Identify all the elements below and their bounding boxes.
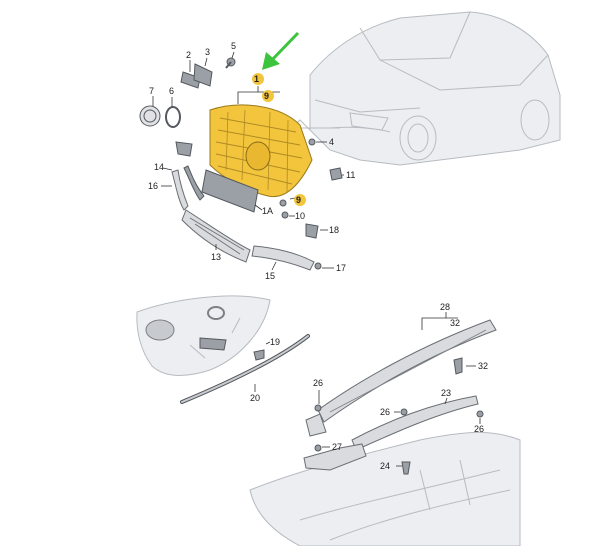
clip-part-19 [253, 349, 265, 361]
highlight-9b [294, 194, 306, 206]
trim-part-16 [171, 169, 189, 211]
leader-lines-upper [152, 51, 344, 271]
trim-part-14 [183, 165, 205, 201]
callout-26c: 26 [474, 424, 484, 434]
underbody-outline [249, 431, 521, 546]
clip-26a [314, 404, 322, 412]
highlight-1 [252, 73, 264, 85]
callout-15: 15 [265, 271, 275, 281]
bracket-parts-2-3 [180, 63, 213, 89]
callout-1A: 1A [262, 206, 273, 216]
hardware-clips [279, 138, 343, 270]
callout-17: 17 [336, 263, 346, 273]
clip-27 [314, 444, 322, 452]
plate-part-1A [201, 169, 259, 213]
callout-16: 16 [148, 181, 158, 191]
callout-9b: 9 [296, 195, 301, 205]
screw-part-5 [225, 57, 236, 69]
mount-bracket [303, 443, 367, 471]
callout-19: 19 [270, 337, 280, 347]
callout-11: 11 [346, 170, 355, 180]
callout-14: 14 [154, 162, 164, 172]
callout-24: 24 [380, 461, 390, 471]
callout-23: 23 [441, 388, 451, 398]
callout-6: 6 [169, 86, 174, 96]
end-cap [305, 413, 327, 437]
callout-26b: 26 [380, 407, 390, 417]
callout-2: 2 [186, 50, 191, 60]
clip-part-14-upper [175, 141, 193, 157]
sill-strip-part-28 [317, 319, 497, 423]
pointer-arrow [262, 31, 300, 70]
emblem-part-7 [139, 105, 161, 127]
callout-20: 20 [250, 393, 260, 403]
callout-4: 4 [329, 137, 334, 147]
trunk-lid [136, 295, 271, 376]
callout-18: 18 [329, 225, 339, 235]
callout-28: 28 [440, 302, 450, 312]
radiator-grille [209, 104, 313, 198]
callout-27: 27 [332, 442, 342, 452]
side-grille-part-15 [251, 245, 315, 271]
highlight-9a [262, 90, 274, 102]
callout-13: 13 [211, 252, 221, 262]
clip-26b [400, 408, 408, 416]
clip-24 [401, 461, 411, 475]
callout-26a: 26 [313, 378, 323, 388]
callout-7: 7 [149, 86, 154, 96]
leader-lines-lower [318, 312, 481, 467]
sill-bracket-part-23 [351, 395, 479, 451]
callout-9a: 9 [264, 91, 269, 101]
callout-10: 10 [295, 211, 305, 221]
car-outline [258, 11, 561, 166]
callout-5: 5 [231, 41, 236, 51]
clip-26c [476, 410, 484, 418]
callout-32a: 32 [450, 318, 460, 328]
clip-32 [453, 357, 463, 375]
ring-part-6 [165, 106, 181, 128]
callout-1: 1 [254, 74, 259, 84]
callout-32b: 32 [478, 361, 488, 371]
callout-3: 3 [205, 47, 210, 57]
